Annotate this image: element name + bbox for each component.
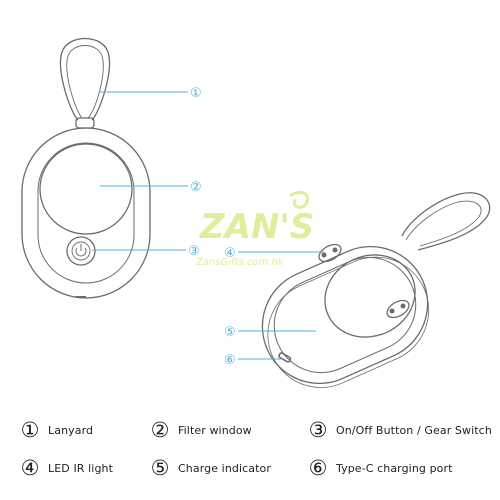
power-icon	[75, 244, 87, 257]
watermark-logo: ZAN'S ZansGifts.com.hk	[195, 190, 314, 268]
legend-item-on-off-button: ③ On/Off Button / Gear Switch	[306, 416, 492, 444]
front-lanyard-clip	[75, 117, 95, 129]
side-body-inner	[273, 256, 417, 374]
svg-text:ZAN'S: ZAN'S	[199, 207, 314, 247]
callout-marker-5: ⑤	[224, 325, 236, 340]
front-view-device	[21, 38, 151, 299]
legend-label: Lanyard	[48, 423, 94, 437]
leader-lines	[92, 91, 324, 360]
legend-marker: ③	[308, 418, 328, 442]
front-lanyard	[60, 38, 110, 121]
legend-marker: ④	[20, 456, 40, 480]
callout-marker-1: ①	[190, 86, 202, 101]
type-c-port	[278, 352, 292, 363]
callout-marker-2: ②	[190, 180, 202, 195]
legend-label: Filter window	[178, 423, 252, 437]
legend-label: Charge indicator	[178, 461, 271, 475]
legend-label: LED IR light	[48, 461, 114, 475]
legend-marker: ⑥	[308, 456, 328, 480]
side-lanyard	[401, 192, 491, 251]
side-body-rim	[267, 256, 430, 388]
legend-marker: ②	[150, 418, 170, 442]
legend-label: Type-C charging port	[336, 461, 453, 475]
legend-marker: ⑤	[150, 456, 170, 480]
legend-item-lanyard: ① Lanyard	[18, 416, 93, 444]
front-button-inner	[71, 241, 91, 261]
legend: ① Lanyard ② Filter window ③ On/Off Butto…	[0, 410, 500, 500]
led-ir-light-top	[318, 243, 342, 263]
front-lanyard-inner	[66, 45, 104, 119]
legend-marker: ①	[20, 418, 40, 442]
callout-marker-6: ⑥	[224, 353, 236, 368]
legend-item-charge-indicator: ⑤ Charge indicator	[148, 454, 271, 482]
side-lanyard-inner	[405, 200, 482, 247]
front-body-outer	[21, 127, 151, 299]
legend-label: On/Off Button / Gear Switch	[336, 423, 492, 437]
led-ir-light-bottom	[386, 299, 410, 319]
front-filter-window	[39, 143, 133, 235]
legend-item-type-c-port: ⑥ Type-C charging port	[306, 454, 453, 482]
side-filter-window	[324, 254, 416, 338]
legend-item-filter-window: ② Filter window	[148, 416, 252, 444]
side-view-device	[261, 192, 491, 388]
product-diagram: ZAN'S ZansGifts.com.hk ① ② ③ ④ ⑤ ⑥	[21, 38, 491, 388]
svg-text:ZansGifts.com.hk: ZansGifts.com.hk	[195, 257, 285, 268]
callout-marker-3: ③	[188, 244, 200, 259]
front-body-inner	[37, 142, 135, 284]
callout-marker-4: ④	[224, 246, 236, 261]
side-body-outer	[261, 245, 429, 385]
front-button-outer	[66, 236, 96, 266]
legend-item-led-ir-light: ④ LED IR light	[18, 454, 113, 482]
